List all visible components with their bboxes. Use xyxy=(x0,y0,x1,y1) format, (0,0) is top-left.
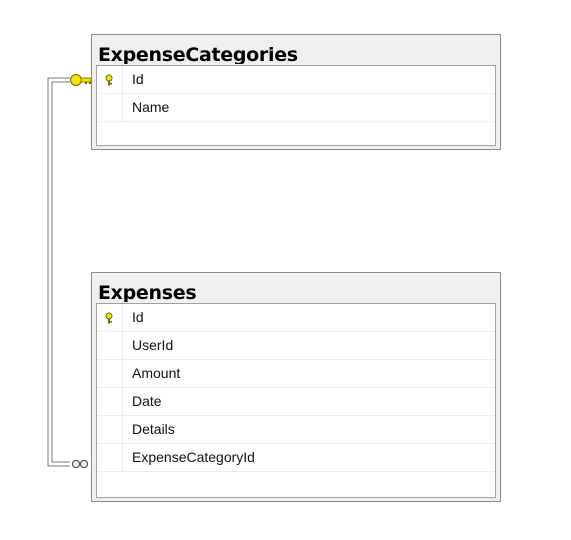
column-row[interactable]: Name xyxy=(97,94,495,122)
column-row[interactable]: Amount xyxy=(97,360,495,388)
column-name: Id xyxy=(132,71,144,87)
column-grid: Id Name xyxy=(96,65,496,146)
primary-key-icon xyxy=(105,74,113,86)
column-row[interactable]: Id xyxy=(97,304,495,332)
column-name: Id xyxy=(132,309,144,325)
row-selector[interactable] xyxy=(97,444,123,471)
column-row[interactable]: Details xyxy=(97,416,495,444)
row-selector[interactable] xyxy=(97,416,123,443)
column-row[interactable]: Date xyxy=(97,388,495,416)
infinity-icon xyxy=(71,459,89,469)
table-title: ExpenseCategories xyxy=(98,44,298,64)
row-selector[interactable] xyxy=(97,360,123,387)
column-row[interactable]: UserId xyxy=(97,332,495,360)
row-selector[interactable] xyxy=(97,388,123,415)
column-row[interactable]: Id xyxy=(97,66,495,94)
row-selector[interactable] xyxy=(97,94,123,121)
column-grid: Id UserId Amount Date Details ExpenseCat… xyxy=(96,303,496,498)
column-name: ExpenseCategoryId xyxy=(132,449,255,465)
key-icon xyxy=(70,74,92,86)
column-name: Amount xyxy=(132,365,181,381)
relationship-line[interactable] xyxy=(47,77,70,467)
table-title: Expenses xyxy=(98,282,197,302)
row-selector[interactable] xyxy=(97,304,123,331)
table-expense-categories[interactable]: ExpenseCategories Id Name xyxy=(91,34,501,150)
column-row[interactable]: ExpenseCategoryId xyxy=(97,444,495,472)
column-name: Name xyxy=(132,99,170,115)
row-selector[interactable] xyxy=(97,332,123,359)
row-selector[interactable] xyxy=(97,66,123,93)
column-name: Details xyxy=(132,421,175,437)
column-name: UserId xyxy=(132,337,174,353)
table-expenses[interactable]: Expenses Id UserId Amount Date xyxy=(91,272,501,502)
column-name: Date xyxy=(132,393,162,409)
primary-key-icon xyxy=(105,312,113,324)
